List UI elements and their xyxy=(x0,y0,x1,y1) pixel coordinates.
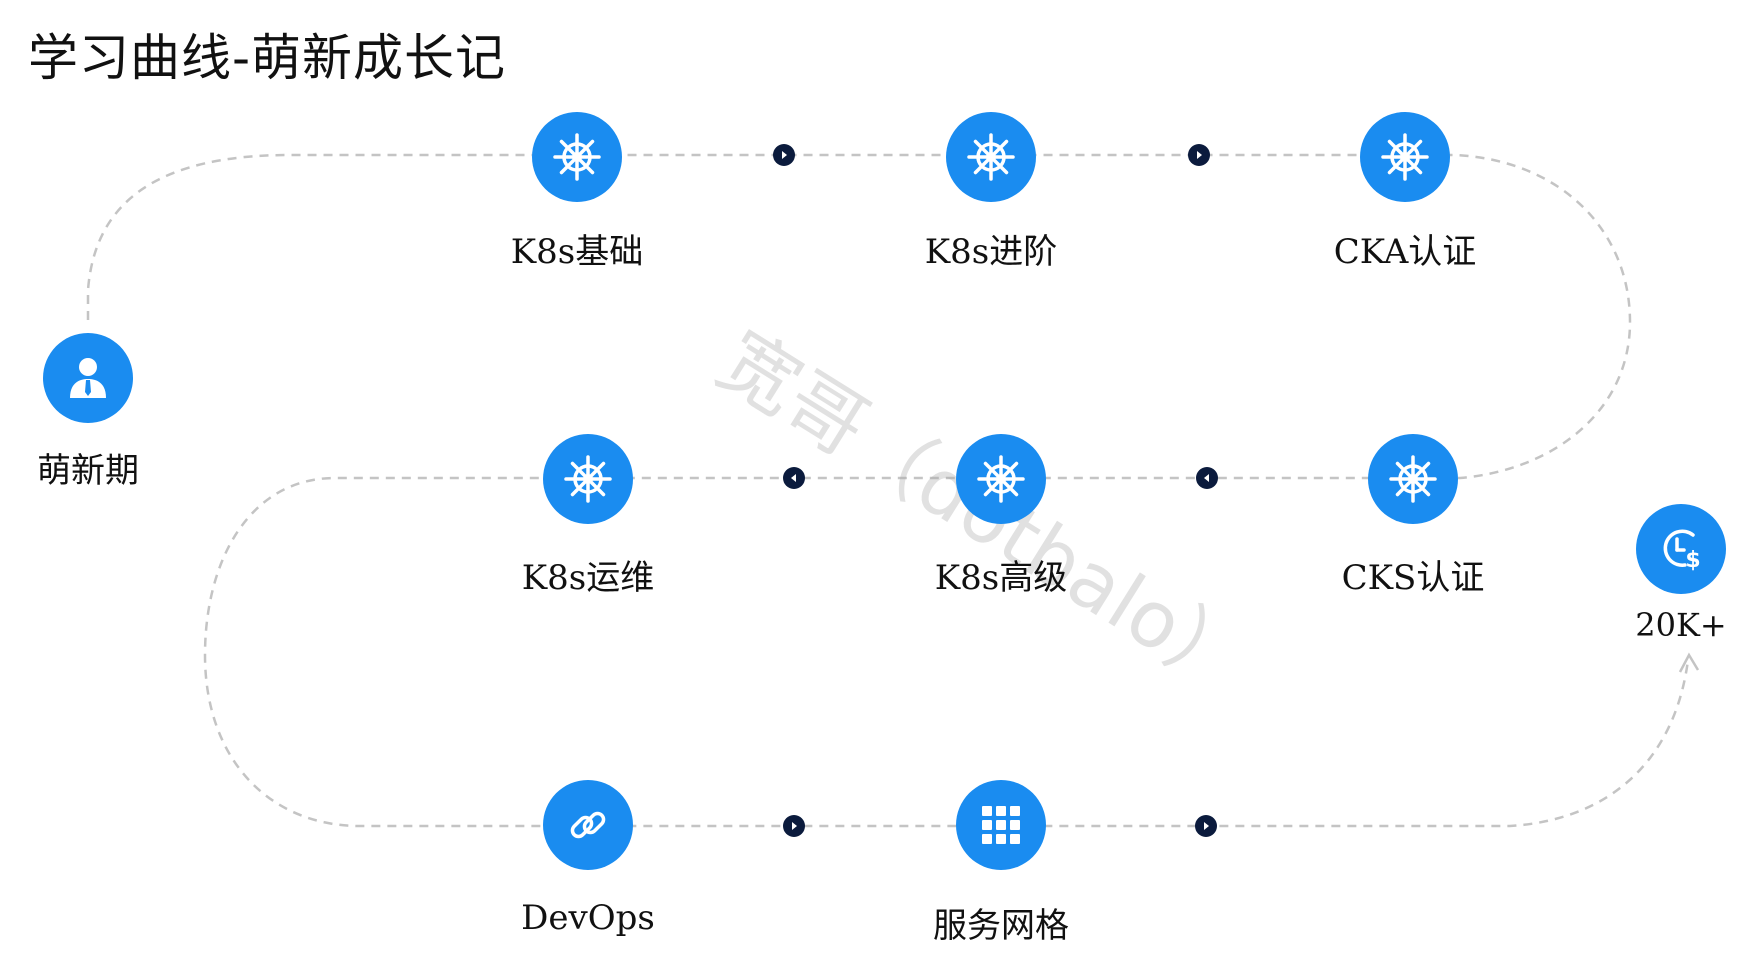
helm-wheel-icon xyxy=(1389,455,1437,503)
helm-wheel-icon xyxy=(564,455,612,503)
node-label-cks: CKS认证 xyxy=(1341,558,1485,598)
user-icon xyxy=(70,358,106,398)
node-k8s-senior xyxy=(956,434,1046,524)
page-title: 学习曲线-萌新成长记 xyxy=(28,29,507,87)
arrow-right-icon xyxy=(1188,144,1210,166)
node-devops xyxy=(543,780,633,870)
node-k8s-ops xyxy=(543,434,633,524)
node-label-k8s-advanced: K8s进阶 xyxy=(924,232,1058,272)
helm-wheel-icon xyxy=(553,133,601,181)
node-service-mesh xyxy=(956,780,1046,870)
node-label-goal: 20K+ xyxy=(1635,606,1727,644)
node-cka xyxy=(1360,112,1450,202)
node-label-devops: DevOps xyxy=(521,898,655,938)
node-label-service-mesh: 服务网格 xyxy=(933,906,1069,946)
node-label-k8s-basic: K8s基础 xyxy=(510,232,644,272)
grid-icon xyxy=(982,806,1020,844)
arrow-right-icon xyxy=(1195,815,1217,837)
node-k8s-advanced xyxy=(946,112,1036,202)
node-goal: $ xyxy=(1636,504,1726,594)
node-k8s-basic xyxy=(532,112,622,202)
svg-text:$: $ xyxy=(1685,548,1700,573)
node-label-cka: CKA认证 xyxy=(1333,232,1477,272)
arrow-right-icon xyxy=(783,815,805,837)
helm-wheel-icon xyxy=(977,455,1025,503)
node-label-k8s-ops: K8s运维 xyxy=(521,558,655,598)
helm-wheel-icon xyxy=(967,133,1015,181)
link-icon xyxy=(570,811,606,839)
helm-wheel-icon xyxy=(1381,133,1429,181)
node-cks xyxy=(1368,434,1458,524)
arrow-left-icon xyxy=(1196,467,1218,489)
arrow-left-icon xyxy=(783,467,805,489)
node-start xyxy=(43,333,133,423)
clock-dollar-icon: $ xyxy=(1663,529,1701,573)
node-label-k8s-senior: K8s高级 xyxy=(934,558,1068,598)
node-label-start: 萌新期 xyxy=(37,451,139,491)
arrow-right-icon xyxy=(773,144,795,166)
